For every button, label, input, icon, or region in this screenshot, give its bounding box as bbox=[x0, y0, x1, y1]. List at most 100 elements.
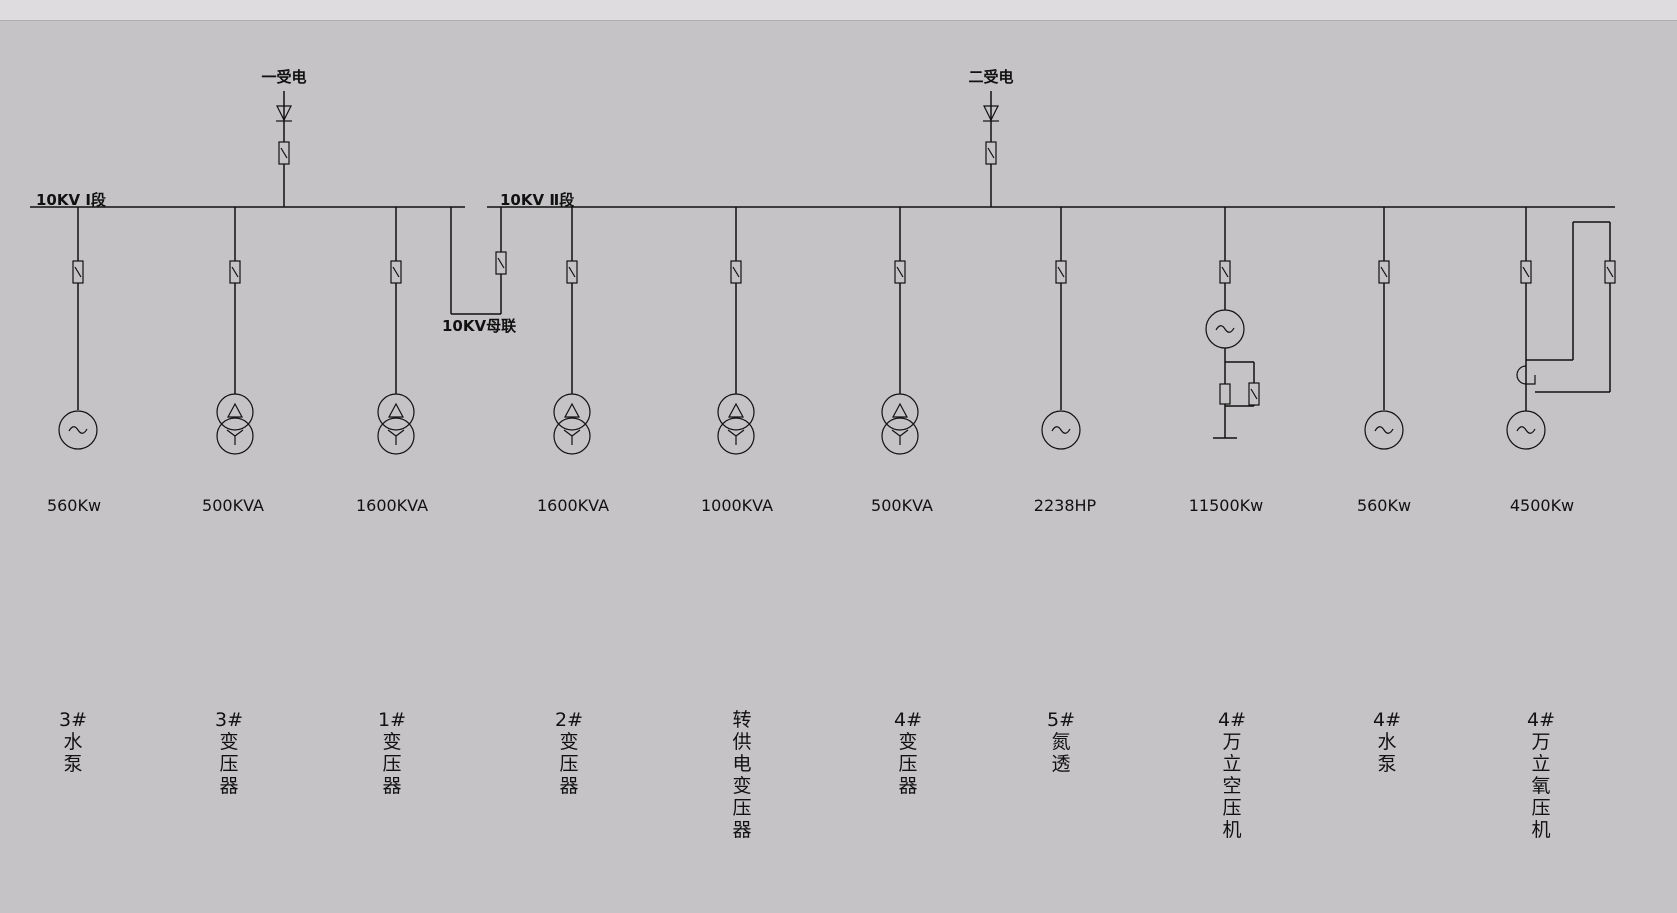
breaker-icon bbox=[1520, 260, 1532, 284]
feeder-name-char: 3# bbox=[59, 709, 87, 731]
secondary-winding bbox=[216, 417, 254, 455]
feeder-name-char: 5# bbox=[1047, 709, 1075, 731]
reactor-icon bbox=[1516, 365, 1536, 385]
breaker-icon bbox=[1055, 260, 1067, 284]
breaker-icon bbox=[894, 260, 906, 284]
feeder-name-char: 立 bbox=[1222, 753, 1241, 775]
feeder-rating: 1600KVA bbox=[537, 496, 609, 515]
breaker-icon bbox=[390, 260, 402, 284]
transformer-icon bbox=[377, 393, 415, 455]
breaker-contact bbox=[392, 266, 400, 278]
breaker-contact bbox=[1250, 388, 1258, 400]
feeder-name-char: 变 bbox=[559, 731, 578, 753]
feeder-name-char: 器 bbox=[559, 775, 578, 797]
bus-i-label: 10KV Ⅰ段 bbox=[36, 191, 106, 209]
breaker-icon bbox=[1604, 260, 1616, 284]
feeder-rating: 1000KVA bbox=[701, 496, 773, 515]
sine-wave bbox=[1215, 325, 1235, 333]
breaker-icon bbox=[1219, 260, 1231, 284]
breaker-contact bbox=[987, 147, 995, 159]
primary-winding bbox=[881, 393, 919, 431]
breaker-contact bbox=[1221, 266, 1229, 278]
feeder-name-char: 万 bbox=[1531, 731, 1550, 753]
breaker-contact bbox=[568, 266, 576, 278]
feeder-name-char: 4# bbox=[894, 709, 922, 731]
breaker-icon bbox=[985, 141, 997, 165]
incomer-label: 二受电 bbox=[968, 68, 1013, 86]
breaker-contact bbox=[280, 147, 288, 159]
bus-tie-label: 10KV母联 bbox=[442, 317, 517, 335]
feeder-name-char: 水 bbox=[63, 731, 82, 753]
feeder-name-char: 氧 bbox=[1531, 775, 1550, 797]
generator-icon bbox=[1364, 410, 1404, 450]
delta-symbol bbox=[727, 402, 745, 418]
feeder-name-char: 氮 bbox=[1051, 731, 1070, 753]
feeder-name-char: 水 bbox=[1377, 731, 1396, 753]
feeder-name-char: 供 bbox=[732, 731, 751, 753]
breaker-contact bbox=[732, 266, 740, 278]
breaker-icon bbox=[1378, 260, 1390, 284]
breaker-contact bbox=[1522, 266, 1530, 278]
feeder-name-char: 转 bbox=[732, 709, 751, 731]
wye-symbol bbox=[563, 429, 581, 445]
feeder-rating: 1600KVA bbox=[356, 496, 428, 515]
feeder-name-char: 空 bbox=[1222, 775, 1241, 797]
feeder-name-char: 3# bbox=[215, 709, 243, 731]
breaker-contact bbox=[231, 266, 239, 278]
generator-icon bbox=[1506, 410, 1546, 450]
primary-winding bbox=[553, 393, 591, 431]
delta-symbol bbox=[387, 402, 405, 418]
feeder-name-char: 变 bbox=[898, 731, 917, 753]
window-top-bar bbox=[0, 0, 1677, 21]
transformer-icon bbox=[216, 393, 254, 455]
feeder-name-char: 压 bbox=[1222, 797, 1241, 819]
sine-wave bbox=[1374, 426, 1394, 434]
feeder-name-char: 器 bbox=[898, 775, 917, 797]
feeder-name-char: 机 bbox=[1531, 819, 1550, 841]
feeder-rating: 560Kw bbox=[47, 496, 101, 515]
secondary-winding bbox=[717, 417, 755, 455]
wye-symbol bbox=[727, 429, 745, 445]
generator-icon bbox=[1041, 410, 1081, 450]
feeder-rating: 4500Kw bbox=[1510, 496, 1574, 515]
feeder-name-char: 变 bbox=[732, 775, 751, 797]
sine-wave bbox=[1516, 426, 1536, 434]
feeder-rating: 11500Kw bbox=[1189, 496, 1263, 515]
feeder-name-char: 压 bbox=[898, 753, 917, 775]
generator-icon bbox=[58, 410, 98, 450]
wye-symbol bbox=[226, 429, 244, 445]
feeder-name-char: 压 bbox=[732, 797, 751, 819]
primary-winding bbox=[717, 393, 755, 431]
sine-wave bbox=[68, 426, 88, 434]
feeder-rating: 500KVA bbox=[202, 496, 264, 515]
generator-icon bbox=[1205, 309, 1245, 349]
wye-symbol bbox=[891, 429, 909, 445]
delta-symbol bbox=[891, 402, 909, 418]
feeder-name-char: 压 bbox=[219, 753, 238, 775]
incoming-arrow-icon bbox=[983, 105, 999, 122]
feeder-name-char: 变 bbox=[382, 731, 401, 753]
wye-symbol bbox=[387, 429, 405, 445]
delta-symbol bbox=[563, 402, 581, 418]
delta-symbol bbox=[226, 402, 244, 418]
breaker-icon bbox=[566, 260, 578, 284]
breaker-icon bbox=[72, 260, 84, 284]
feeder-name-char: 压 bbox=[1531, 797, 1550, 819]
feeder-name-char: 立 bbox=[1531, 753, 1550, 775]
breaker-contact bbox=[896, 266, 904, 278]
feeder-rating: 560Kw bbox=[1357, 496, 1411, 515]
breaker-icon bbox=[1248, 382, 1260, 406]
feeder-name-char: 泵 bbox=[63, 753, 82, 775]
feeder-name-char: 透 bbox=[1051, 753, 1070, 775]
feeder-name-char: 变 bbox=[219, 731, 238, 753]
feeder-name-char: 万 bbox=[1222, 731, 1241, 753]
breaker-icon bbox=[278, 141, 290, 165]
feeder-name-char: 1# bbox=[378, 709, 406, 731]
breaker-contact bbox=[1606, 266, 1614, 278]
feeder-rating: 500KVA bbox=[871, 496, 933, 515]
sine-wave bbox=[1051, 426, 1071, 434]
feeder-rating: 2238HP bbox=[1034, 496, 1097, 515]
breaker-icon bbox=[229, 260, 241, 284]
primary-winding bbox=[216, 393, 254, 431]
feeder-name-char: 2# bbox=[555, 709, 583, 731]
